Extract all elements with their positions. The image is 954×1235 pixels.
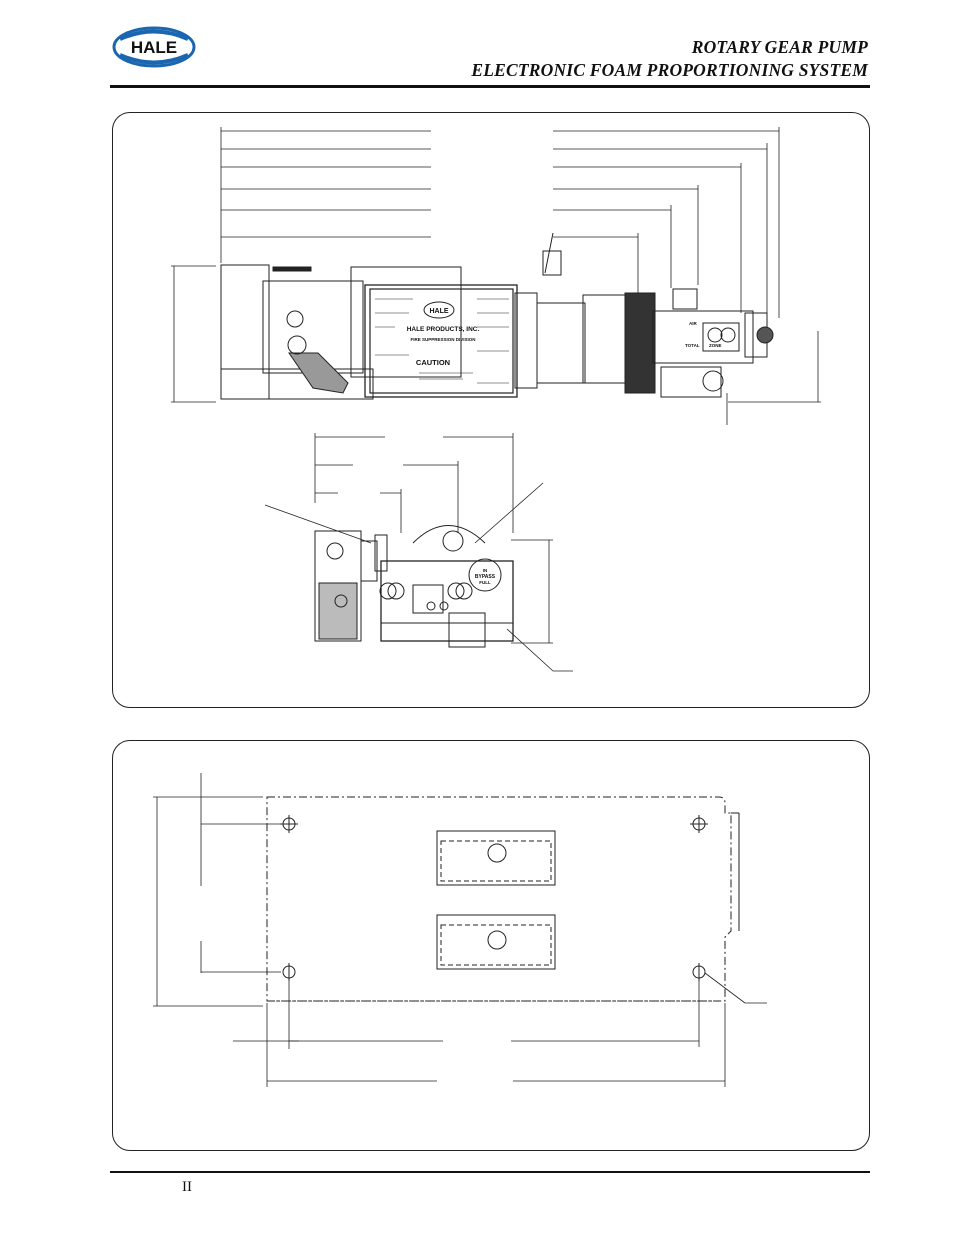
valve-label-total: TOTAL — [685, 343, 700, 348]
title-line-1: ROTARY GEAR PUMP — [691, 37, 868, 57]
svg-text:BYPASS: BYPASS — [475, 574, 496, 580]
header-rule — [110, 85, 870, 88]
svg-text:FULL: FULL — [479, 580, 491, 585]
end-view-dimensions — [264, 433, 573, 672]
svg-text:HALE: HALE — [429, 308, 448, 315]
top-dimension-lines — [220, 127, 780, 318]
side-view-panel: HALE HALE PRODUCTS, INC. FIRE SUPPRESSIO… — [112, 112, 870, 708]
hale-logo: HALE — [112, 26, 196, 68]
base-dimension-lines — [153, 773, 767, 1087]
base-outline — [266, 796, 732, 1002]
svg-text:HALE PRODUCTS, INC.: HALE PRODUCTS, INC. — [407, 326, 480, 333]
svg-text:FIRE SUPPRESSION DIVISION: FIRE SUPPRESSION DIVISION — [410, 337, 475, 342]
cutouts — [436, 830, 556, 970]
housing-label-plate: HALE HALE PRODUCTS, INC. FIRE SUPPRESSIO… — [369, 288, 514, 394]
valve-label-air: AIR — [689, 321, 698, 326]
side-and-end-view-drawing: HALE HALE PRODUCTS, INC. FIRE SUPPRESSIO… — [171, 127, 821, 672]
pump-side-view — [220, 232, 774, 400]
height-dimension — [171, 265, 821, 425]
pump-end-view — [314, 525, 514, 648]
mounting-base-drawing — [153, 773, 767, 1087]
footer-rule — [110, 1171, 870, 1173]
valve-label-zone: ZONE — [709, 343, 722, 348]
svg-text:HALE: HALE — [131, 38, 177, 57]
svg-text:CAUTION: CAUTION — [416, 358, 450, 367]
mounting-base-panel — [112, 740, 870, 1151]
document-title: ROTARY GEAR PUMP ELECTRONIC FOAM PROPORT… — [471, 36, 868, 82]
mounting-holes — [280, 815, 708, 981]
page-number: II — [182, 1179, 192, 1195]
title-line-2: ELECTRONIC FOAM PROPORTIONING SYSTEM — [471, 60, 868, 80]
svg-text:IN: IN — [483, 568, 488, 573]
